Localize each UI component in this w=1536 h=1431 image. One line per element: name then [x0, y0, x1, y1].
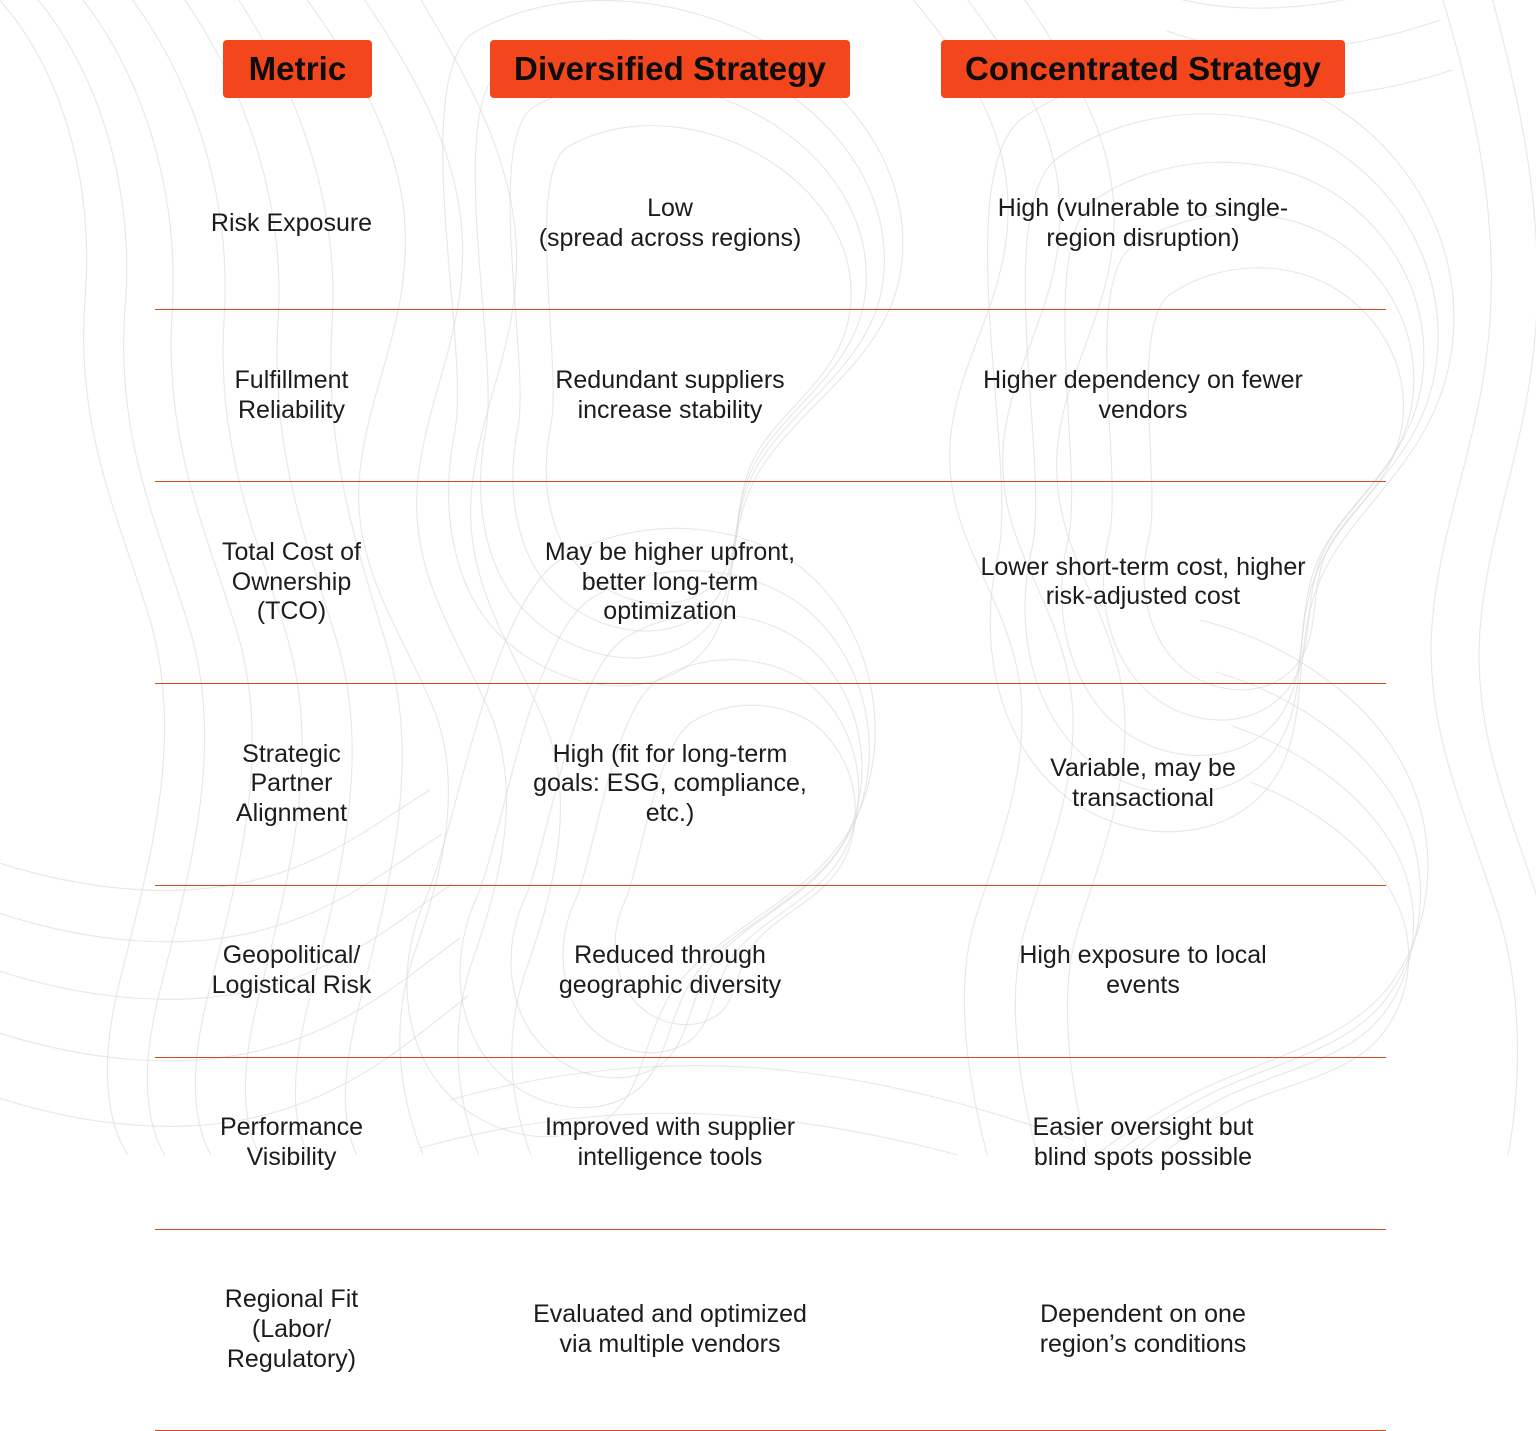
cell-diversified-geopolitical-logistical-risk: Reduced through geographic diversity: [440, 885, 900, 1058]
column-header-concentrated: Concentrated Strategy: [900, 0, 1386, 138]
metric-label: Performance Visibility: [219, 1113, 364, 1171]
header-row: Metric Diversified Strategy Concentrated…: [155, 0, 1386, 138]
cell-concentrated-strategic-partner-alignment: Variable, may be transactional: [900, 683, 1386, 886]
cell-diversified-regional-fit: Evaluated and optimized via multiple ven…: [440, 1229, 900, 1431]
cell-metric-performance-visibility: Performance Visibility: [155, 1057, 440, 1230]
concentrated-value: Variable, may be transactional: [1050, 754, 1236, 813]
table-row: Regional Fit (Labor/ Regulatory) Evaluat…: [155, 1229, 1386, 1431]
cell-concentrated-geopolitical-logistical-risk: High exposure to local events: [900, 885, 1386, 1058]
diversified-value: Improved with supplier intelligence tool…: [544, 1113, 796, 1171]
metric-label: Regional Fit (Labor/ Regulatory): [224, 1285, 359, 1373]
concentrated-value: Lower short-term cost, higher risk-adjus…: [980, 552, 1306, 611]
concentrated-value: Dependent on one region’s conditions: [1039, 1300, 1247, 1358]
concentrated-value: Higher dependency on fewer vendors: [983, 365, 1303, 424]
table-body: Risk Exposure Low (spread across regions…: [155, 138, 1386, 1431]
table-row: Performance Visibility Improved with sup…: [155, 1057, 1386, 1230]
metric-label: Fulfillment Reliability: [234, 365, 349, 424]
cell-metric-regional-fit: Regional Fit (Labor/ Regulatory): [155, 1229, 440, 1431]
header-badge-metric: Metric: [222, 40, 373, 98]
diversified-value: Evaluated and optimized via multiple ven…: [533, 1300, 807, 1358]
table-row: Fulfillment Reliability Redundant suppli…: [155, 309, 1386, 482]
cell-concentrated-regional-fit: Dependent on one region’s conditions: [900, 1229, 1386, 1431]
cell-metric-risk-exposure: Risk Exposure: [155, 138, 440, 310]
header-badge-concentrated-strategy: Concentrated Strategy: [940, 40, 1345, 98]
table-row: Geopolitical/ Logistical Risk Reduced th…: [155, 885, 1386, 1058]
diversified-value: High (fit for long-term goals: ESG, comp…: [533, 739, 807, 828]
header-badge-diversified-strategy: Diversified Strategy: [490, 40, 850, 98]
cell-metric-fulfillment-reliability: Fulfillment Reliability: [155, 309, 440, 482]
cell-metric-total-cost-of-ownership: Total Cost of Ownership (TCO): [155, 481, 440, 684]
cell-concentrated-fulfillment-reliability: Higher dependency on fewer vendors: [900, 309, 1386, 482]
column-header-diversified: Diversified Strategy: [440, 0, 900, 138]
table-row: Strategic Partner Alignment High (fit fo…: [155, 683, 1386, 886]
table-header: Metric Diversified Strategy Concentrated…: [155, 0, 1386, 138]
concentrated-value: High exposure to local events: [1019, 941, 1267, 999]
cell-metric-strategic-partner-alignment: Strategic Partner Alignment: [155, 683, 440, 886]
cell-diversified-fulfillment-reliability: Redundant suppliers increase stability: [440, 309, 900, 482]
cell-diversified-total-cost-of-ownership: May be higher upfront, better long-term …: [440, 481, 900, 684]
diversified-value: Low (spread across regions): [538, 193, 802, 252]
metric-label: Geopolitical/ Logistical Risk: [211, 941, 372, 999]
cell-diversified-risk-exposure: Low (spread across regions): [440, 138, 900, 310]
cell-concentrated-performance-visibility: Easier oversight but blind spots possibl…: [900, 1057, 1386, 1230]
column-header-metric: Metric: [155, 0, 440, 138]
cell-diversified-strategic-partner-alignment: High (fit for long-term goals: ESG, comp…: [440, 683, 900, 886]
cell-concentrated-risk-exposure: High (vulnerable to single- region disru…: [900, 138, 1386, 310]
metric-label: Risk Exposure: [210, 208, 373, 237]
cell-diversified-performance-visibility: Improved with supplier intelligence tool…: [440, 1057, 900, 1230]
diversified-value: Reduced through geographic diversity: [558, 941, 782, 999]
strategy-comparison-table: Metric Diversified Strategy Concentrated…: [155, 0, 1386, 1431]
cell-metric-geopolitical-logistical-risk: Geopolitical/ Logistical Risk: [155, 885, 440, 1058]
concentrated-value: High (vulnerable to single- region disru…: [997, 193, 1289, 252]
diversified-value: Redundant suppliers increase stability: [555, 365, 785, 424]
cell-concentrated-total-cost-of-ownership: Lower short-term cost, higher risk-adjus…: [900, 481, 1386, 684]
metric-label: Strategic Partner Alignment: [235, 739, 348, 828]
table-row: Total Cost of Ownership (TCO) May be hig…: [155, 481, 1386, 684]
metric-label: Total Cost of Ownership (TCO): [222, 537, 361, 626]
table-row: Risk Exposure Low (spread across regions…: [155, 138, 1386, 310]
concentrated-value: Easier oversight but blind spots possibl…: [1032, 1113, 1254, 1171]
diversified-value: May be higher upfront, better long-term …: [544, 537, 796, 626]
